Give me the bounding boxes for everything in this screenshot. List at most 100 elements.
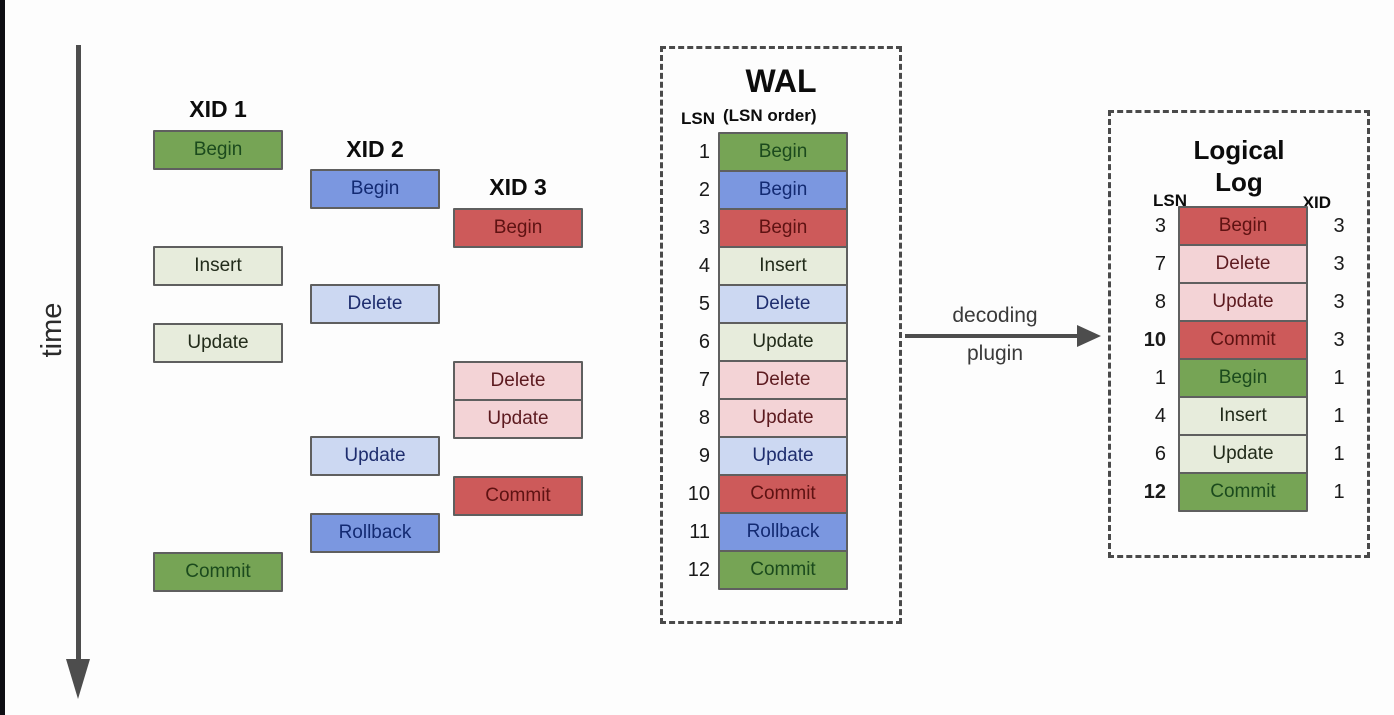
logical-log-title-line2: Log <box>1215 167 1263 197</box>
wal-row: 9 Update <box>668 436 848 476</box>
wal-op-box: Commit <box>718 474 848 514</box>
logical-xid-value: 1 <box>1333 443 1345 465</box>
wal-row: 6 Update <box>668 322 848 362</box>
wal-row: 5 Delete <box>668 284 848 324</box>
logical-op-box: Insert <box>1178 396 1308 436</box>
time-axis-arrowhead-icon <box>66 659 90 699</box>
xid1-update-box: Update <box>153 323 283 363</box>
logical-log-panel: Logical Log LSN XID <box>1108 110 1370 558</box>
wal-row: 12 Commit <box>668 550 848 590</box>
wal-op-box: Rollback <box>718 512 848 552</box>
decoding-arrowhead-icon <box>1077 325 1101 347</box>
wal-lsn-value: 4 <box>698 255 710 277</box>
xid1-commit-box: Commit <box>153 552 283 592</box>
logical-log-title-line1: Logical <box>1193 135 1285 165</box>
logical-lsn-value: 12 <box>1143 481 1166 503</box>
wal-lsn-value: 11 <box>689 521 710 543</box>
logical-op-box: Commit <box>1178 472 1308 512</box>
logical-log-lsn-column-label: LSN <box>1153 191 1187 210</box>
xid2-begin-box: Begin <box>310 169 440 209</box>
wal-lsn-value: 8 <box>698 407 710 429</box>
time-axis-line <box>76 45 81 661</box>
logical-log-row: 3 Begin 3 <box>1116 206 1354 246</box>
wal-op-box: Update <box>718 398 848 438</box>
logical-xid-value: 3 <box>1333 253 1345 275</box>
logical-lsn-value: 6 <box>1154 443 1166 465</box>
logical-lsn-value: 1 <box>1154 367 1166 389</box>
logical-xid-value: 1 <box>1333 367 1345 389</box>
logical-log-row: 8 Update 3 <box>1116 282 1354 322</box>
logical-log-xid-column-label: XID <box>1302 193 1331 212</box>
logical-log-row: 6 Update 1 <box>1116 434 1354 474</box>
logical-xid-value: 1 <box>1333 405 1345 427</box>
xid1-header: XID 1 <box>189 96 247 122</box>
wal-op-box: Delete <box>718 284 848 324</box>
wal-op-box: Delete <box>718 360 848 400</box>
wal-row: 4 Insert <box>668 246 848 286</box>
wal-row: 10 Commit <box>668 474 848 514</box>
xid3-update-box: Update <box>453 399 583 439</box>
logical-op-box: Update <box>1178 434 1308 474</box>
logical-log-row: 7 Delete 3 <box>1116 244 1354 284</box>
logical-log-row: 10 Commit 3 <box>1116 320 1354 360</box>
wal-lsn-column-label: LSN <box>681 109 715 128</box>
logical-xid-value: 3 <box>1333 291 1345 313</box>
wal-lsn-value: 1 <box>698 141 710 163</box>
decoding-arrow-line <box>905 334 1081 338</box>
wal-op-box: Begin <box>718 170 848 210</box>
xid2-rollback-box: Rollback <box>310 513 440 553</box>
xid1-begin-box: Begin <box>153 130 283 170</box>
logical-lsn-value: 4 <box>1154 405 1166 427</box>
logical-lsn-value: 8 <box>1154 291 1166 313</box>
wal-lsn-value: 5 <box>698 293 710 315</box>
wal-lsn-value: 12 <box>687 559 710 581</box>
logical-op-box: Commit <box>1178 320 1308 360</box>
logical-log-row: 12 Commit 1 <box>1116 472 1354 512</box>
logical-xid-value: 3 <box>1333 215 1345 237</box>
wal-lsn-value: 3 <box>698 217 710 239</box>
wal-lsn-value: 7 <box>698 369 710 391</box>
logical-log-row: 4 Insert 1 <box>1116 396 1354 436</box>
time-axis-label: time <box>36 302 68 358</box>
xid1-insert-box: Insert <box>153 246 283 286</box>
xid3-delete-box: Delete <box>453 361 583 401</box>
wal-row: 8 Update <box>668 398 848 438</box>
decoding-arrow-label-bottom: plugin <box>966 342 1024 365</box>
wal-op-box: Commit <box>718 550 848 590</box>
logical-op-box: Delete <box>1178 244 1308 284</box>
decoding-arrow-label-top: decoding <box>952 304 1038 327</box>
wal-op-box: Begin <box>718 208 848 248</box>
wal-title: WAL <box>745 63 817 99</box>
xid3-commit-box: Commit <box>453 476 583 516</box>
wal-subtitle: (LSN order) <box>723 106 817 125</box>
logical-lsn-value: 10 <box>1143 329 1166 351</box>
wal-lsn-value: 9 <box>698 445 710 467</box>
logical-xid-value: 3 <box>1333 329 1345 351</box>
wal-op-box: Update <box>718 322 848 362</box>
xid2-update-box: Update <box>310 436 440 476</box>
xid3-header: XID 3 <box>489 174 547 200</box>
wal-op-box: Insert <box>718 246 848 286</box>
wal-row: 2 Begin <box>668 170 848 210</box>
wal-lsn-value: 2 <box>698 179 710 201</box>
window-left-border <box>0 0 5 715</box>
logical-lsn-value: 3 <box>1154 215 1166 237</box>
xid2-header: XID 2 <box>346 136 404 162</box>
wal-row: 3 Begin <box>668 208 848 248</box>
wal-panel: WAL LSN (LSN order) <box>660 46 902 624</box>
logical-xid-value: 1 <box>1333 481 1345 503</box>
wal-op-box: Update <box>718 436 848 476</box>
xid3-begin-box: Begin <box>453 208 583 248</box>
wal-row: 11 Rollback <box>668 512 848 552</box>
wal-lsn-value: 10 <box>687 483 710 505</box>
wal-row: 7 Delete <box>668 360 848 400</box>
wal-lsn-value: 6 <box>698 331 710 353</box>
logical-op-box: Update <box>1178 282 1308 322</box>
logical-lsn-value: 7 <box>1154 253 1166 275</box>
logical-op-box: Begin <box>1178 206 1308 246</box>
